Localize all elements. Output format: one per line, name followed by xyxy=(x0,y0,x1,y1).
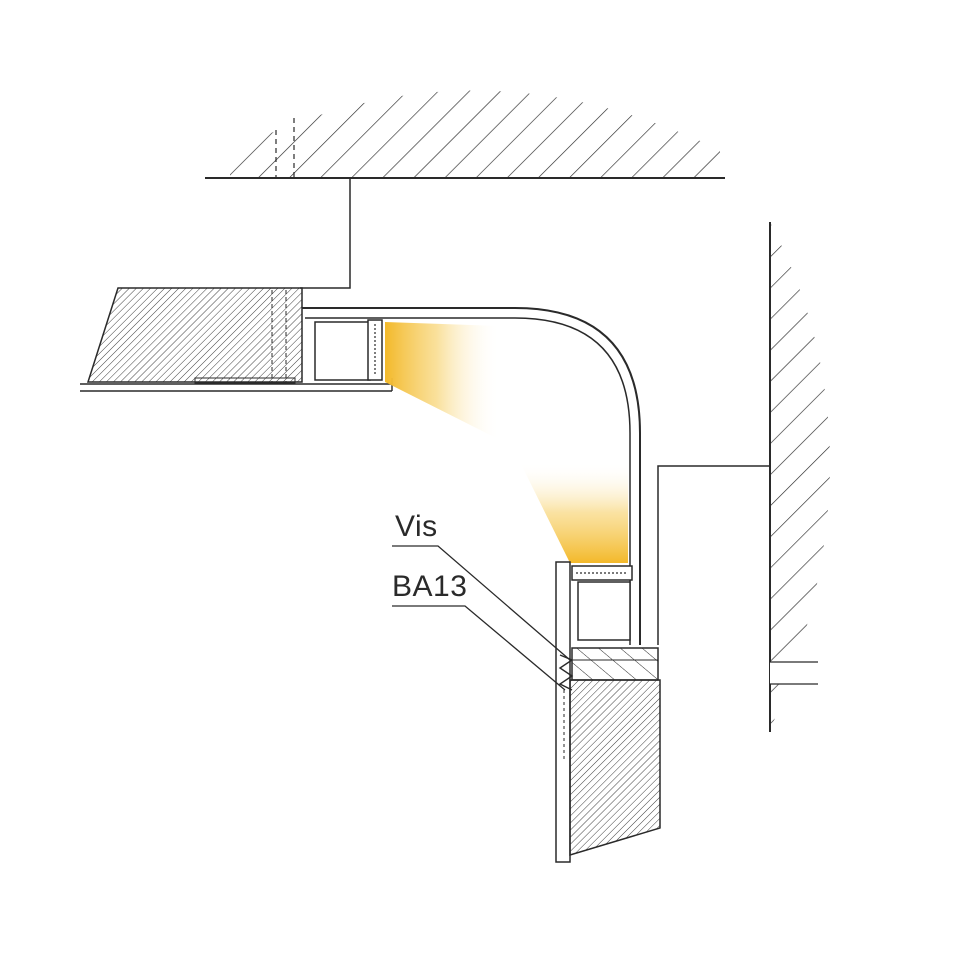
ceiling-slab xyxy=(205,90,725,179)
wall-slab xyxy=(769,222,830,732)
upper-board xyxy=(80,287,393,392)
screw-leader xyxy=(392,545,571,661)
light-glow-horizontal xyxy=(385,322,500,440)
wall-hanger xyxy=(657,465,770,645)
light-glow-vertical xyxy=(520,462,628,563)
board-label: BA13 xyxy=(392,570,467,603)
lower-board xyxy=(555,561,661,863)
board-leader xyxy=(392,605,566,691)
corner-profile xyxy=(302,307,641,645)
screw-label: Vis xyxy=(395,510,438,543)
ceiling-hanger xyxy=(300,178,351,289)
